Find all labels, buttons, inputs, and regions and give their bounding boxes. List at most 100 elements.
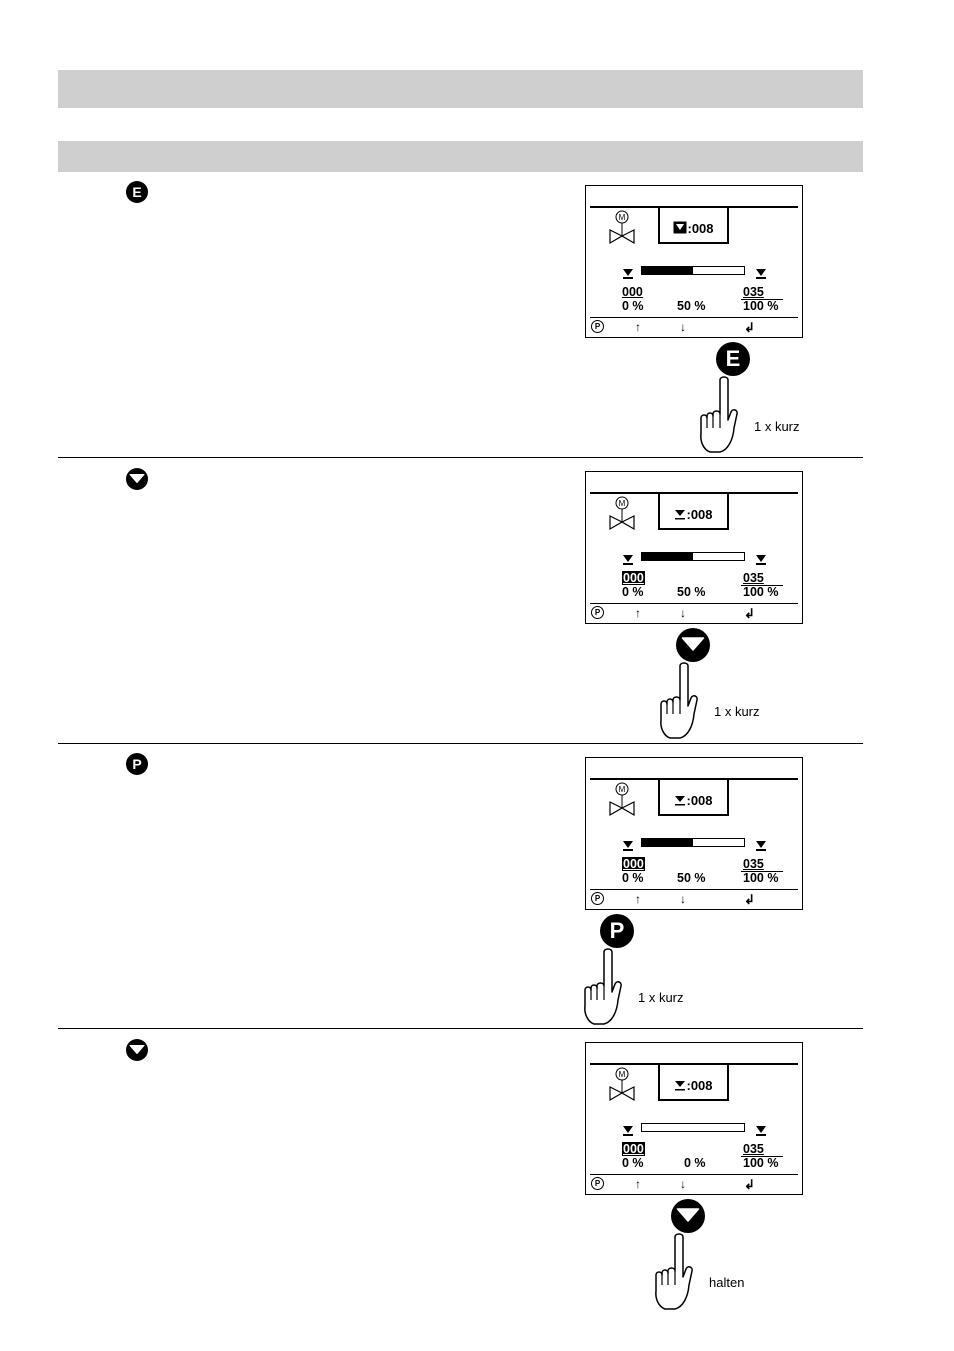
down-key-icon xyxy=(126,1039,148,1061)
lcd-top-rule xyxy=(590,206,798,208)
lcd-softkey-bar: P ↑ ↓ ↲ xyxy=(591,1177,797,1193)
value-readout: :008 xyxy=(660,507,727,523)
progress-bar xyxy=(641,1123,745,1132)
down-key-button[interactable] xyxy=(671,1199,705,1233)
max-marker-icon xyxy=(755,552,767,570)
softkey-down-icon: ↓ xyxy=(680,606,686,620)
progress-bar xyxy=(641,266,745,275)
value-text: :008 xyxy=(686,1078,713,1093)
motor-valve-icon: M xyxy=(608,1067,636,1108)
header-band-1 xyxy=(58,70,863,108)
max-marker-icon xyxy=(755,1123,767,1141)
lcd-display: M :008 000 0 % 50 % 035 100 % P ↑ ↓ ↲ xyxy=(585,185,803,338)
progress-bar xyxy=(641,838,745,847)
min-percent: 0 % xyxy=(622,871,644,885)
min-marker-icon xyxy=(622,1123,634,1141)
progress-bar xyxy=(641,552,745,561)
lcd-display: M :008 000 0 % 50 % 035 100 % P ↑ ↓ ↲ xyxy=(585,471,803,624)
header-band-2 xyxy=(58,141,863,172)
min-value: 000 xyxy=(622,1142,645,1156)
p-key-icon: P xyxy=(126,753,148,775)
value-box: :008 xyxy=(658,208,729,244)
current-percent: 50 % xyxy=(677,585,706,599)
max-percent: 100 % xyxy=(743,299,779,313)
step-separator xyxy=(58,743,863,744)
svg-text:M: M xyxy=(619,1070,626,1079)
lcd-top-rule xyxy=(590,778,798,780)
press-hint: 1 x kurz xyxy=(638,990,684,1005)
pointing-hand-icon xyxy=(658,662,710,747)
softkey-up-icon: ↑ xyxy=(635,320,641,334)
lcd-top-rule xyxy=(590,492,798,494)
softkey-up-icon: ↑ xyxy=(635,892,641,906)
press-hint: 1 x kurz xyxy=(714,704,760,719)
softkey-enter-icon: ↲ xyxy=(744,320,755,335)
pointing-hand-icon xyxy=(698,376,750,461)
min-value: 000 xyxy=(622,285,643,299)
p-key-button[interactable]: P xyxy=(600,914,634,948)
max-value: 035 xyxy=(743,571,764,585)
step-separator xyxy=(58,457,863,458)
press-hint: halten xyxy=(709,1275,745,1290)
min-value: 000 xyxy=(622,571,645,585)
pointing-hand-icon xyxy=(582,948,634,1033)
value-text: :008 xyxy=(687,221,714,236)
softkey-up-icon: ↑ xyxy=(635,1177,641,1191)
valve-marker-icon xyxy=(674,1079,686,1094)
valve-marker-icon xyxy=(673,221,687,237)
lcd-display: M :008 000 0 % 0 % 035 100 % P ↑ ↓ ↲ xyxy=(585,1042,803,1195)
softkey-enter-icon: ↲ xyxy=(744,1177,755,1192)
lcd-softkey-bar: P ↑ ↓ ↲ xyxy=(591,892,797,908)
softkey-enter-icon: ↲ xyxy=(744,892,755,907)
max-percent: 100 % xyxy=(743,585,779,599)
value-text: :008 xyxy=(686,507,713,522)
down-key-button[interactable] xyxy=(676,628,710,662)
svg-text:M: M xyxy=(619,499,626,508)
min-percent: 0 % xyxy=(622,299,644,313)
lcd-softkey-bar: P ↑ ↓ ↲ xyxy=(591,320,797,336)
motor-valve-icon: M xyxy=(608,210,636,251)
motor-valve-icon: M xyxy=(608,496,636,537)
max-percent: 100 % xyxy=(743,1156,779,1170)
valve-marker-icon xyxy=(674,794,686,809)
lcd-top-rule xyxy=(590,1063,798,1065)
lcd-bottom-rule xyxy=(590,603,798,604)
svg-text:M: M xyxy=(619,785,626,794)
motor-valve-icon: M xyxy=(608,782,636,823)
min-marker-icon xyxy=(622,266,634,284)
step-separator xyxy=(58,1028,863,1029)
max-marker-icon xyxy=(755,266,767,284)
value-text: :008 xyxy=(686,793,713,808)
valve-marker-icon xyxy=(674,508,686,523)
e-key-icon: E xyxy=(126,181,148,203)
max-value-underline xyxy=(741,871,783,872)
lcd-display: M :008 000 0 % 50 % 035 100 % P ↑ ↓ ↲ xyxy=(585,757,803,910)
press-hint: 1 x kurz xyxy=(754,419,800,434)
softkey-up-icon: ↑ xyxy=(635,606,641,620)
value-box: :008 xyxy=(658,494,729,530)
lcd-bottom-rule xyxy=(590,317,798,318)
max-value-underline xyxy=(741,585,783,586)
pointing-hand-icon xyxy=(653,1233,705,1318)
e-key-button[interactable]: E xyxy=(716,342,750,376)
current-percent: 50 % xyxy=(677,871,706,885)
current-percent: 50 % xyxy=(677,299,706,313)
progress-bar-fill xyxy=(642,553,693,560)
down-key-icon xyxy=(126,468,148,490)
max-percent: 100 % xyxy=(743,871,779,885)
softkey-enter-icon: ↲ xyxy=(744,606,755,621)
value-readout: :008 xyxy=(660,793,727,809)
max-value-underline xyxy=(741,299,783,300)
lcd-softkey-bar: P ↑ ↓ ↲ xyxy=(591,606,797,622)
current-percent: 0 % xyxy=(684,1156,706,1170)
progress-bar-fill xyxy=(642,839,693,846)
softkey-down-icon: ↓ xyxy=(680,320,686,334)
softkey-down-icon: ↓ xyxy=(680,892,686,906)
lcd-bottom-rule xyxy=(590,1174,798,1175)
min-percent: 0 % xyxy=(622,585,644,599)
progress-bar-fill xyxy=(642,267,693,274)
min-marker-icon xyxy=(622,552,634,570)
softkey-down-icon: ↓ xyxy=(680,1177,686,1191)
value-box: :008 xyxy=(658,1065,729,1101)
max-marker-icon xyxy=(755,838,767,856)
